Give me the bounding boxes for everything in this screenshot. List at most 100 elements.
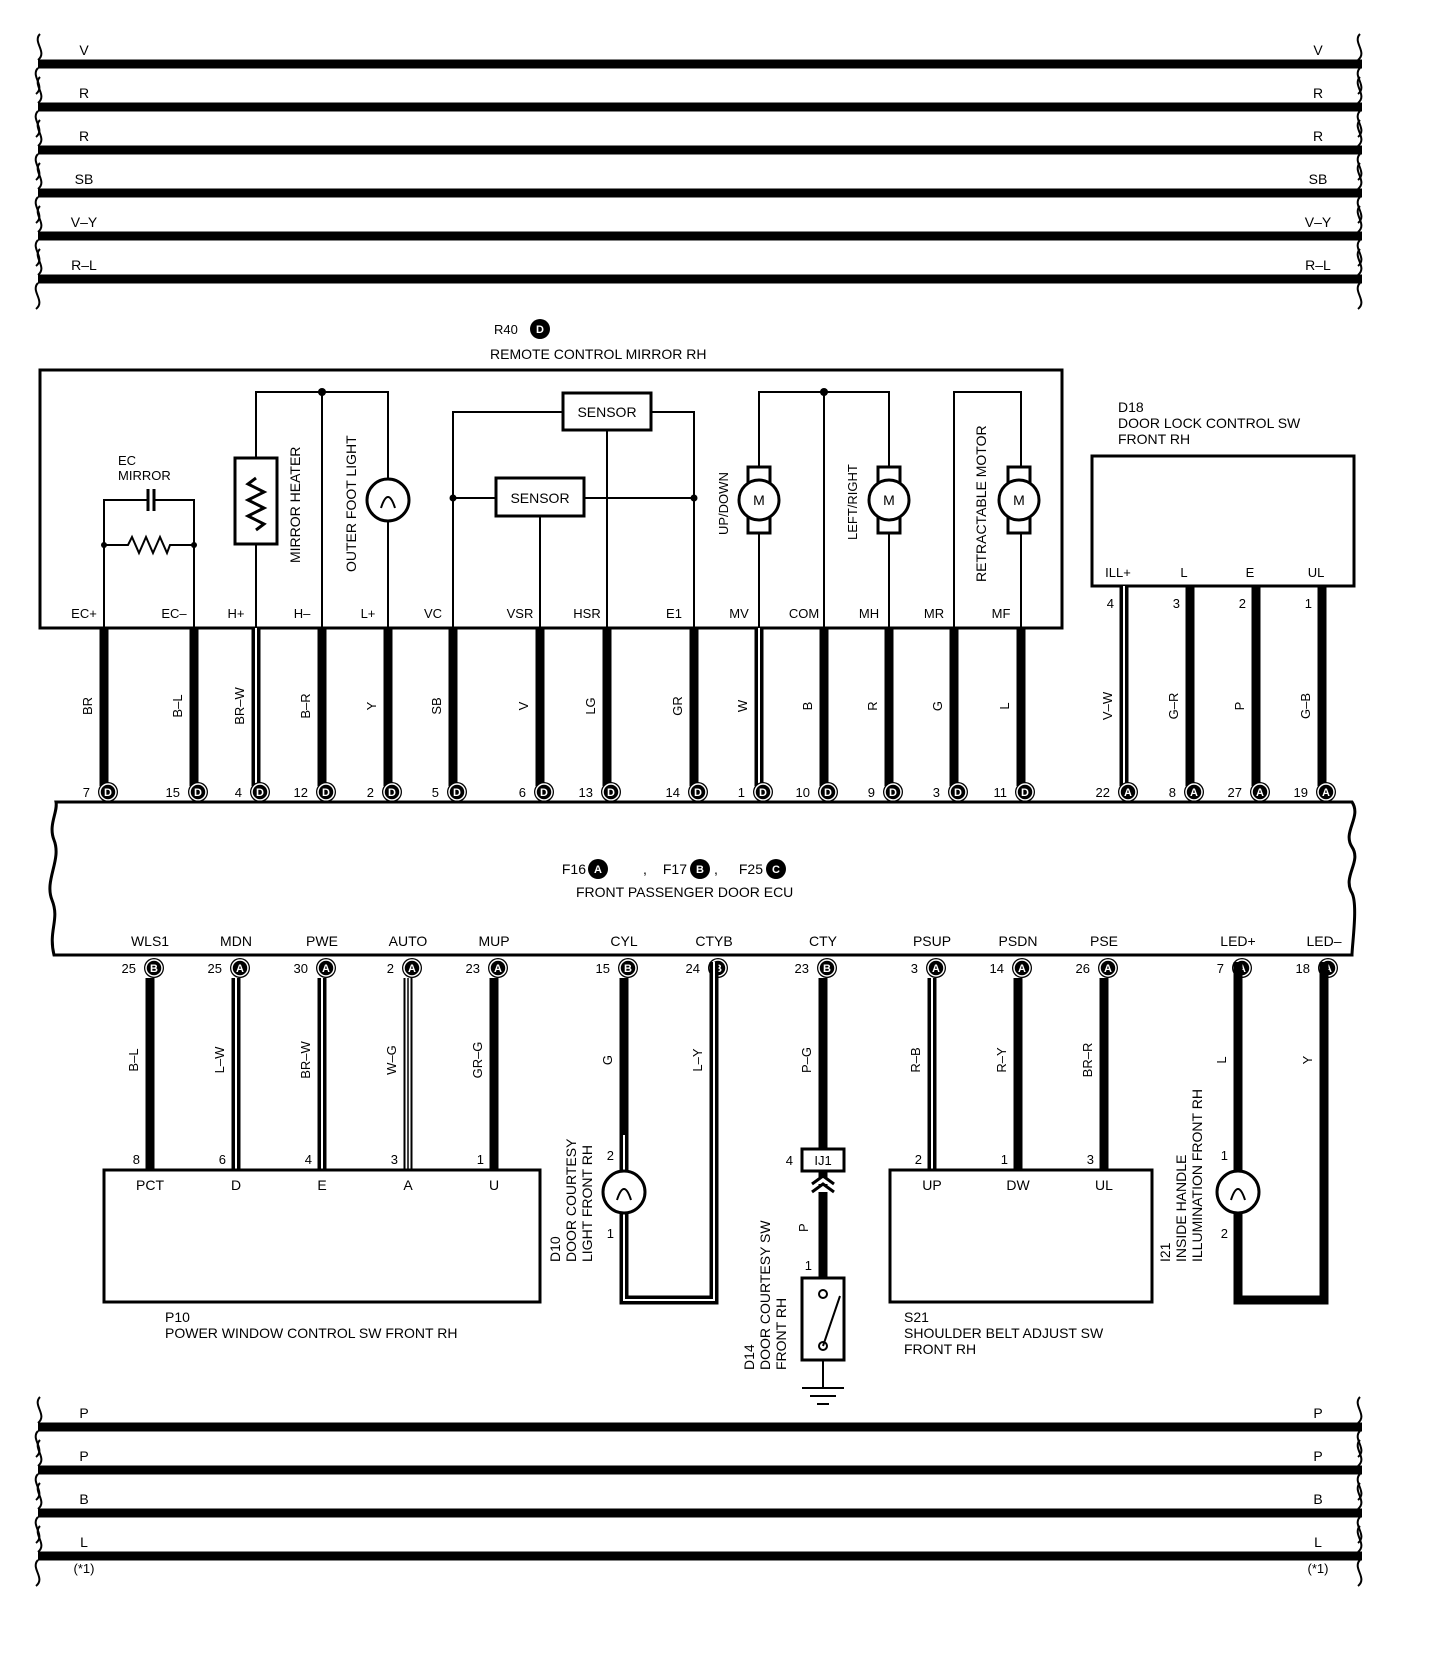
- ecu-bottom-pin-2-conn: [316, 958, 336, 978]
- ec-mirror-capacitor-icon: [103, 489, 195, 545]
- motor-updown-icon: M: [737, 465, 781, 535]
- ecu-bottom-wire-0-color: B–L: [126, 1048, 141, 1071]
- mirror-pin-8-label: E1: [666, 606, 682, 621]
- mirror-pin-10-label: COM: [789, 606, 819, 621]
- top-bus-label-left-3: SB: [75, 171, 94, 187]
- ecu-sep-1: ,: [643, 861, 647, 877]
- door-lock-pin-1-num: 3: [1173, 596, 1180, 611]
- ecu-bottom-wire-3-color: W–G: [384, 1045, 399, 1075]
- ecu-bottom-pin-5-conn: [618, 958, 638, 978]
- mirror-wire-10-color: B: [800, 702, 815, 711]
- bottom-bus-label-left-1: P: [79, 1448, 88, 1464]
- ecu-dl-pin-3-num: 19: [1294, 785, 1308, 800]
- ecu-bottom-pin-5-num: 15: [596, 961, 610, 976]
- ecu-dl-pin-3-conn-letter: A: [1322, 787, 1330, 799]
- ecu-top-pin-13-conn: [1015, 782, 1035, 802]
- mirror-pin-0-label: EC+: [71, 606, 97, 621]
- handle-illum-pin-bottom: 2: [1221, 1226, 1228, 1241]
- sensor-top-icon: [561, 391, 653, 432]
- ecu-bottom-pin-0-sig: WLS1: [131, 933, 169, 949]
- ecu-top-pin-13-num: 11: [994, 785, 1008, 800]
- ecu-bottom-pin-0-conn: [144, 958, 164, 978]
- mirror-wire-0-color: BR: [80, 697, 95, 715]
- belt-switch-pin-0-label: UP: [922, 1177, 941, 1193]
- pw-switch-pin-1-num: 6: [219, 1152, 226, 1167]
- ecu-bottom-pin-7-sig: CTY: [809, 933, 838, 949]
- top-bus-label-right-4: V–Y: [1305, 214, 1332, 230]
- ecu-top-pin-0-conn: [98, 782, 118, 802]
- mirror-connector-badge: [530, 319, 550, 339]
- courtesy-sw-line-1: DOOR COURTESY SW: [757, 1220, 773, 1370]
- ecu-top-pin-8-conn-letter: D: [694, 787, 702, 799]
- mirror-wire-9-color: W: [735, 699, 750, 712]
- ecu-bottom-wire-10-color: BR–R: [1080, 1043, 1095, 1078]
- ecu-bottom-pin-8-conn: [926, 958, 946, 978]
- pw-switch-pin-3-num: 3: [391, 1152, 398, 1167]
- ecu-top-pin-7-conn-letter: D: [607, 787, 615, 799]
- door-courtesy-light: 2 1 D10 DOOR COURTESY LIGHT FRONT RH: [547, 962, 719, 1305]
- ecu-ref-1: F16: [562, 861, 586, 877]
- mirror-wire-7-color: LG: [583, 697, 598, 714]
- belt-switch-pin-2-num: 3: [1087, 1152, 1094, 1167]
- top-bus-label-right-0: V: [1313, 42, 1323, 58]
- door-lock-name-1: DOOR LOCK CONTROL SW: [1118, 415, 1301, 431]
- ecu-dl-pin-0-conn: [1118, 782, 1138, 802]
- door-lock-pin-2-label: E: [1246, 565, 1255, 580]
- ecu-top-pin-5-conn: [447, 782, 467, 802]
- ecu-bottom-pin-5-sig: CYL: [610, 933, 637, 949]
- ecu-conn-2: B: [696, 864, 704, 876]
- outer-foot-light-label: OUTER FOOT LIGHT: [343, 435, 359, 572]
- pw-switch-pin-2-num: 4: [305, 1152, 312, 1167]
- mirror-pin-12-label: MR: [924, 606, 944, 621]
- door-courtesy-switch: IJ1 4 P 1 D14 DOOR COURTESY SW FRONT RH: [741, 1147, 846, 1405]
- mirror-wire-3-color: B–R: [298, 693, 313, 718]
- door-lock-name-2: FRONT RH: [1118, 431, 1190, 447]
- ecu-bottom-pin-1-sig: MDN: [220, 933, 252, 949]
- mirror-pin-7-label: HSR: [573, 606, 600, 621]
- ecu-bottom-pin-4-conn-letter: A: [494, 963, 502, 975]
- ecu-top-pin-8-num: 14: [666, 785, 680, 800]
- ecu-bottom-pin-7-conn-letter: B: [823, 963, 831, 975]
- courtesy-sw-line-2: FRONT RH: [773, 1298, 789, 1370]
- ec-mirror-resistor-icon: [104, 534, 194, 556]
- ecu-bottom-pin-11-num: 7: [1217, 961, 1224, 976]
- mirror-wire-1-color: B–L: [170, 694, 185, 717]
- mirror-name: REMOTE CONTROL MIRROR RH: [490, 346, 706, 362]
- top-bus-label-left-0: V: [79, 42, 89, 58]
- ecu-top-pin-2-num: 4: [235, 785, 242, 800]
- ecu-top-pin-9-num: 1: [738, 785, 745, 800]
- ecu-bottom-pin-4-num: 23: [466, 961, 480, 976]
- ec-label-2: MIRROR: [118, 468, 171, 483]
- ecu-top-pin-3-conn-letter: D: [322, 787, 330, 799]
- ecu-bottom-pin-8-sig: PSUP: [913, 933, 951, 949]
- mirror-pin-11-label: MH: [859, 606, 879, 621]
- door-lock-pin-3-label: UL: [1308, 565, 1325, 580]
- bottom-note-left: (*1): [74, 1561, 95, 1576]
- motor-retract-icon: M: [997, 465, 1041, 535]
- ecu-top-pin-1-num: 15: [166, 785, 180, 800]
- ecu-bottom-pin-1-conn-letter: A: [236, 963, 244, 975]
- ecu-top-pin-5-conn-letter: D: [453, 787, 461, 799]
- mirror-heater-label: MIRROR HEATER: [287, 447, 303, 563]
- ecu-bottom-pin-10-sig: PSE: [1090, 933, 1118, 949]
- ecu-dl-pin-2-num: 27: [1228, 785, 1242, 800]
- belt-switch-pin-0-num: 2: [915, 1152, 922, 1167]
- ecu-bottom-pin-3-sig: AUTO: [389, 933, 428, 949]
- ecu-top-pin-4-conn-letter: D: [388, 787, 396, 799]
- handle-illumination-bulb-icon: [1215, 1169, 1261, 1215]
- ecu-bottom-pin-9-conn: [1012, 958, 1032, 978]
- bottom-bus-label-left-3: L: [80, 1534, 88, 1550]
- handle-illum-ref: I21: [1157, 1242, 1173, 1262]
- outer-foot-light-bulb-icon: [365, 477, 411, 523]
- belt-switch-pin-1-num: 1: [1001, 1152, 1008, 1167]
- shoulder-belt-adjust-switch: S21 SHOULDER BELT ADJUST SW FRONT RH 2UP…: [888, 1152, 1154, 1357]
- ecu-dl-pin-1-conn-letter: A: [1190, 787, 1198, 799]
- ecu-ref-3: F25: [739, 861, 763, 877]
- sensor-top-label: SENSOR: [577, 404, 636, 420]
- ecu-bottom-pin-1-num: 25: [208, 961, 222, 976]
- leftright-label: LEFT/RIGHT: [845, 464, 860, 540]
- mirror-ref: R40: [494, 322, 518, 337]
- motor-retract-letter: M: [1013, 492, 1025, 508]
